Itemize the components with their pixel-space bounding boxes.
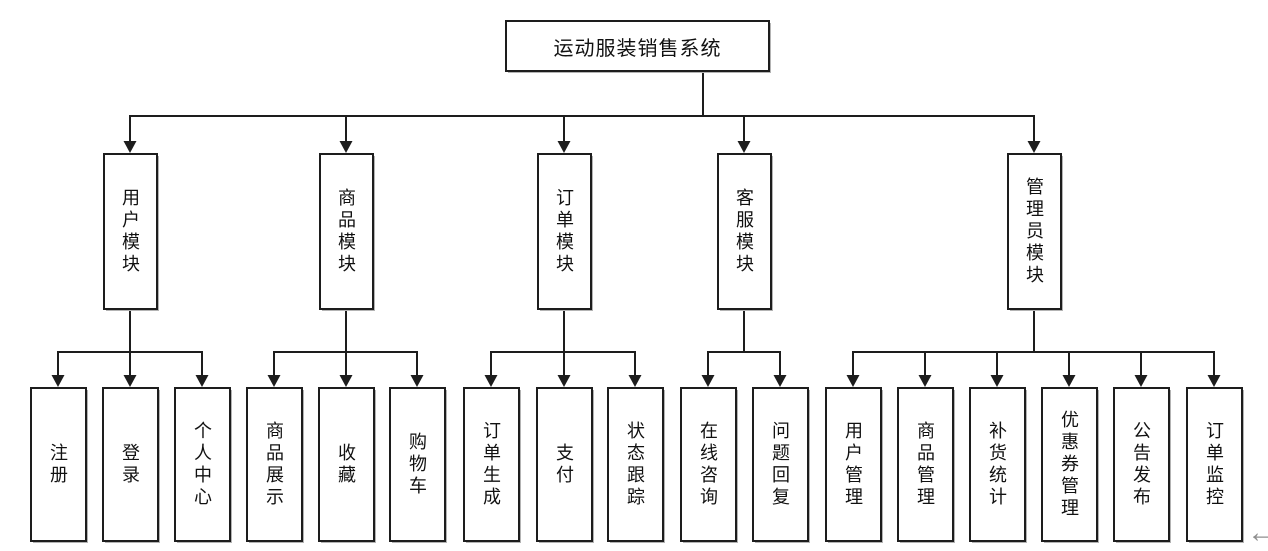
node-personal-center: 个人中心 bbox=[173, 387, 231, 542]
leaf-label: 订单监控 bbox=[1204, 420, 1224, 509]
node-service-module: 客服模块 bbox=[716, 153, 772, 310]
node-restock-statistics: 补货统计 bbox=[968, 387, 1026, 542]
module-label: 管理员模块 bbox=[1024, 176, 1044, 287]
node-online-consultation: 在线咨询 bbox=[679, 387, 737, 542]
node-product-management: 商品管理 bbox=[896, 387, 954, 542]
leaf-label: 问题回复 bbox=[770, 420, 790, 509]
leaf-label: 优惠券管理 bbox=[1059, 409, 1079, 520]
leaf-label: 用户管理 bbox=[843, 420, 863, 509]
node-register: 注册 bbox=[29, 387, 87, 542]
node-status-tracking: 状态跟踪 bbox=[606, 387, 664, 542]
node-login: 登录 bbox=[101, 387, 159, 542]
module-label: 订单模块 bbox=[554, 187, 574, 276]
node-user-management: 用户管理 bbox=[824, 387, 882, 542]
module-label: 商品模块 bbox=[336, 187, 356, 276]
node-order-monitoring: 订单监控 bbox=[1185, 387, 1243, 542]
node-favorites: 收藏 bbox=[317, 387, 375, 542]
leaf-label: 在线咨询 bbox=[698, 420, 718, 509]
leaf-label: 订单生成 bbox=[481, 420, 501, 509]
module-label: 用户模块 bbox=[120, 187, 140, 276]
node-product-display: 商品展示 bbox=[245, 387, 303, 542]
leaf-label: 公告发布 bbox=[1131, 420, 1151, 509]
leaf-label: 支付 bbox=[554, 442, 574, 487]
leaf-label: 商品管理 bbox=[915, 420, 935, 509]
node-order-generation: 订单生成 bbox=[462, 387, 520, 542]
node-shopping-cart: 购物车 bbox=[388, 387, 446, 542]
node-payment: 支付 bbox=[535, 387, 593, 542]
node-user-module: 用户模块 bbox=[102, 153, 158, 310]
leaf-label: 商品展示 bbox=[264, 420, 284, 509]
leaf-label: 购物车 bbox=[407, 431, 427, 498]
node-order-module: 订单模块 bbox=[536, 153, 592, 310]
node-announcement-publish: 公告发布 bbox=[1112, 387, 1170, 542]
node-question-reply: 问题回复 bbox=[751, 387, 809, 542]
leaf-label: 补货统计 bbox=[987, 420, 1007, 509]
node-root-system: 运动服装销售系统 bbox=[505, 20, 770, 72]
module-label: 客服模块 bbox=[734, 187, 754, 276]
leaf-label: 登录 bbox=[120, 442, 140, 487]
root-label: 运动服装销售系统 bbox=[553, 37, 722, 60]
left-arrow-icon: ← bbox=[1247, 516, 1268, 549]
leaf-label: 状态跟踪 bbox=[625, 420, 645, 509]
node-coupon-management: 优惠券管理 bbox=[1040, 387, 1098, 542]
leaf-label: 收藏 bbox=[336, 442, 356, 487]
node-admin-module: 管理员模块 bbox=[1006, 153, 1062, 310]
leaf-label: 个人中心 bbox=[192, 420, 212, 509]
node-product-module: 商品模块 bbox=[318, 153, 374, 310]
leaf-label: 注册 bbox=[48, 442, 68, 487]
